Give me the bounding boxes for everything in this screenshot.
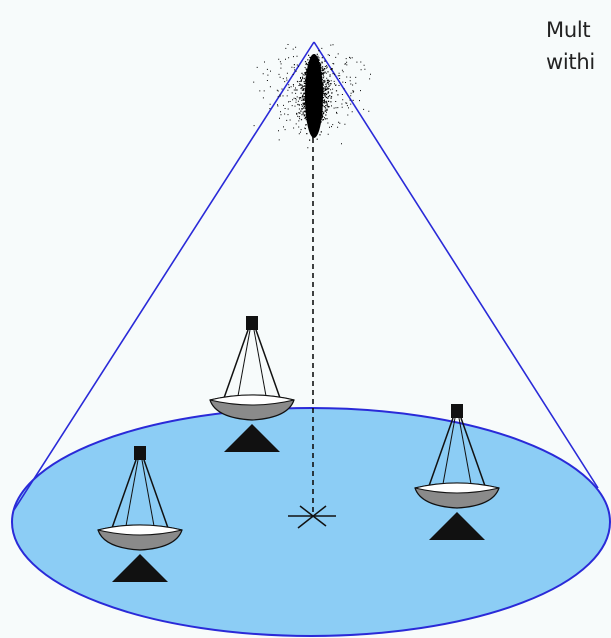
caption-line-2: withi	[546, 50, 595, 74]
telescope-right	[414, 404, 500, 540]
impact-point-marker	[288, 505, 336, 529]
cone-right-edge	[313, 41, 599, 489]
shower-core	[305, 54, 323, 138]
telescope-back	[209, 316, 295, 452]
light-pool-ellipse	[11, 407, 611, 637]
telescope-left	[97, 446, 183, 582]
particle-shower	[253, 44, 371, 149]
caption-text: Mult withi	[546, 14, 595, 78]
cone-left-edge	[13, 41, 315, 511]
caption-line-1: Mult	[546, 18, 591, 42]
